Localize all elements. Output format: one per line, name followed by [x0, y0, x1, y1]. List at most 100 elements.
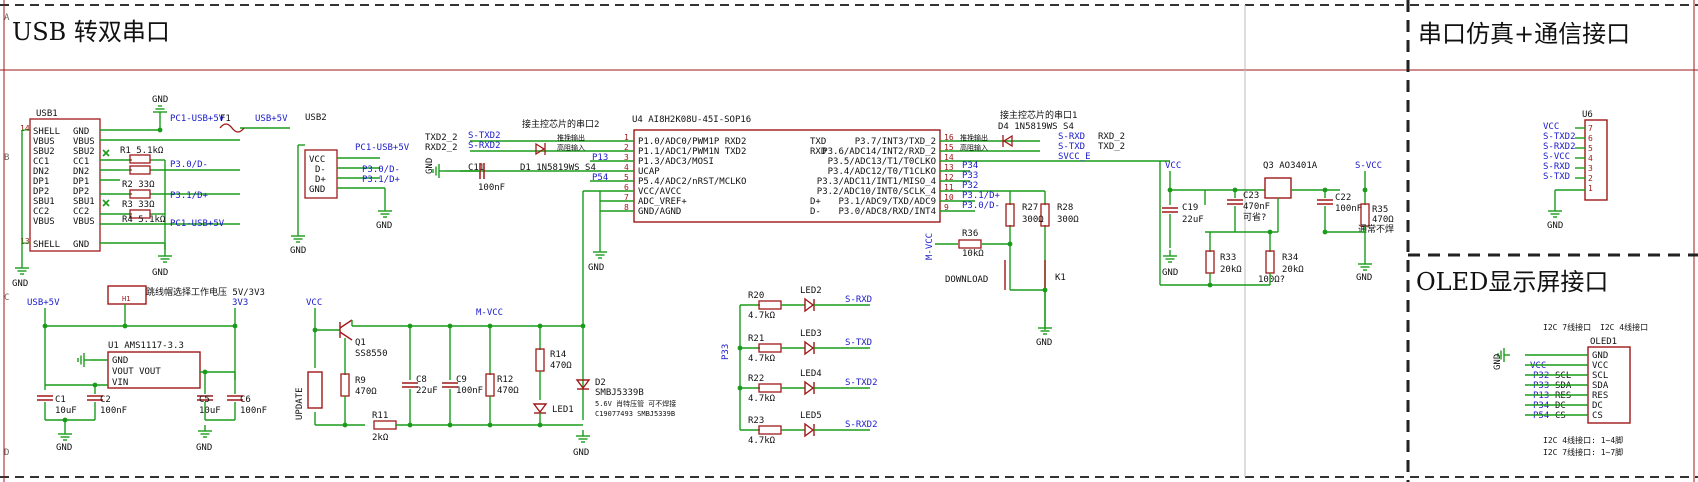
svg-text:SBU2: SBU2 — [33, 147, 55, 157]
svg-text:S-VCC: S-VCC — [1543, 152, 1570, 162]
svg-text:TXD2_2: TXD2_2 — [425, 133, 458, 143]
svg-text:B: B — [4, 153, 9, 163]
power-switch: VCC C19 22uF C23 470nF 可省? Q3 AO3401A R3… — [1159, 161, 1394, 286]
download-circuit: R27 300Ω R28 300Ω R36 10kΩ M-VCC DOWNLOA… — [925, 203, 1079, 322]
svg-text:P3.2/ADC10/INT0/SCLK_4: P3.2/ADC10/INT0/SCLK_4 — [817, 187, 936, 197]
svg-text:P3.0/D-: P3.0/D- — [362, 165, 400, 175]
svg-text:VBUS: VBUS — [33, 217, 55, 227]
u4-wiring — [460, 140, 1170, 420]
svg-text:GND: GND — [309, 185, 325, 195]
svg-text:DC: DC — [1555, 401, 1566, 411]
svg-text:P13: P13 — [1533, 391, 1549, 401]
svg-text:GND: GND — [1547, 221, 1563, 231]
svg-text:SBU1: SBU1 — [33, 197, 55, 207]
svg-text:VOUT VOUT: VOUT VOUT — [112, 367, 161, 377]
svg-text:GND: GND — [425, 158, 435, 174]
svg-text:VCC: VCC — [1543, 122, 1559, 132]
svg-text:P54: P54 — [592, 173, 608, 183]
svg-text:5: 5 — [624, 173, 629, 182]
svg-text:VIN: VIN — [112, 378, 128, 388]
svg-text:4.7kΩ: 4.7kΩ — [748, 394, 776, 404]
svg-text:GND: GND — [1356, 273, 1372, 283]
svg-text:R36: R36 — [962, 229, 978, 239]
svg-text:3: 3 — [1588, 164, 1593, 173]
svg-text:LED2: LED2 — [800, 286, 822, 296]
svg-text:5: 5 — [1588, 144, 1593, 153]
svg-text:15: 15 — [944, 143, 954, 152]
svg-text:P33: P33 — [721, 344, 731, 360]
svg-text:I2C 4线接口: I2C 4线接口 — [1600, 322, 1648, 332]
svg-text:22uF: 22uF — [1182, 215, 1204, 225]
svg-text:SHELL: SHELL — [33, 127, 60, 137]
svg-text:SDA: SDA — [1555, 381, 1572, 391]
svg-text:GND: GND — [588, 263, 604, 273]
svg-text:4.7kΩ: 4.7kΩ — [748, 354, 776, 364]
svg-text:4: 4 — [1588, 154, 1593, 163]
svg-text:接主控芯片的串口1: 接主控芯片的串口1 — [1000, 109, 1077, 121]
usb1-ref: USB1 — [36, 109, 58, 119]
svg-text:GND: GND — [376, 221, 392, 231]
svg-text:P1.1/ADC1/PWM1N TXD2: P1.1/ADC1/PWM1N TXD2 — [638, 147, 746, 157]
svg-text:P3.1/D+: P3.1/D+ — [962, 191, 1001, 201]
svg-text:P34: P34 — [1533, 401, 1549, 411]
svg-text:P1.3/ADC3/MOSI: P1.3/ADC3/MOSI — [638, 157, 714, 167]
svg-text:3: 3 — [624, 153, 629, 162]
svg-text:5.6V 肖特压管 可不焊接: 5.6V 肖特压管 可不焊接 — [595, 399, 676, 408]
svg-text:GND: GND — [73, 127, 89, 137]
svg-text:4: 4 — [624, 163, 629, 172]
svg-text:P13: P13 — [592, 153, 608, 163]
svg-text:S-RXD: S-RXD — [845, 295, 872, 305]
svg-text:470nF: 470nF — [1243, 202, 1270, 212]
svg-text:8: 8 — [624, 203, 629, 212]
svg-text:P3.0/D-: P3.0/D- — [962, 201, 1000, 211]
svg-text:GND: GND — [290, 246, 306, 256]
svg-text:P3.3/ADC11/INT1/MISO_4: P3.3/ADC11/INT1/MISO_4 — [817, 177, 936, 187]
svg-text:高阻输入: 高阻输入 — [557, 143, 585, 152]
svg-text:A: A — [4, 13, 10, 23]
svg-text:C5: C5 — [199, 395, 210, 405]
svg-text:14: 14 — [20, 124, 30, 133]
svg-text:VCC: VCC — [309, 155, 325, 165]
svg-text:跳线帽选择工作电压 5V/3V3: 跳线帽选择工作电压 5V/3V3 — [146, 286, 265, 298]
svg-text:高阻输入: 高阻输入 — [960, 143, 988, 152]
svg-text:11: 11 — [944, 183, 954, 192]
u4-right-nets: 接主控芯片的串口1 D4 1N5819WS S4 推挽输出 高阻输入 S-RXD… — [960, 109, 1125, 211]
svg-text:1: 1 — [624, 133, 629, 142]
svg-text:470Ω: 470Ω — [355, 387, 377, 397]
svg-text:TXD: TXD — [810, 137, 826, 147]
svg-text:20kΩ: 20kΩ — [1220, 265, 1242, 275]
svg-text:S-RXD: S-RXD — [1058, 132, 1085, 142]
svg-text:SBU2: SBU2 — [73, 147, 95, 157]
p30d-net: P3.0/D- — [170, 160, 208, 170]
svg-text:2: 2 — [1588, 174, 1593, 183]
svg-text:P54: P54 — [1533, 411, 1549, 421]
svg-text:CC2: CC2 — [33, 207, 49, 217]
svg-text:100nF: 100nF — [478, 183, 505, 193]
svg-text:推挽输出: 推挽输出 — [557, 133, 585, 142]
svg-text:CS: CS — [1592, 411, 1603, 421]
svg-text:R22: R22 — [748, 374, 764, 384]
svg-text:100nF: 100nF — [240, 406, 267, 416]
svg-text:4.7kΩ: 4.7kΩ — [748, 436, 776, 446]
svg-text:K1: K1 — [1055, 273, 1066, 283]
svg-text:C23: C23 — [1243, 191, 1259, 201]
svg-text:7: 7 — [1588, 124, 1593, 133]
svg-text:470Ω: 470Ω — [1372, 215, 1394, 225]
svg-text:SCL: SCL — [1592, 371, 1608, 381]
svg-text:S-TXD: S-TXD — [1058, 142, 1085, 152]
svg-text:H1: H1 — [122, 295, 130, 303]
svg-text:100nF: 100nF — [456, 386, 483, 396]
svg-text:300Ω: 300Ω — [1057, 215, 1079, 225]
power-select: USB+5V H1 跳线帽选择工作电压 5V/3V3 3V3 U1 AMS111… — [27, 285, 267, 428]
svg-text:LED3: LED3 — [800, 329, 822, 339]
svg-text:通常不焊: 通常不焊 — [1358, 223, 1394, 235]
usb1-resistors — [129, 123, 245, 219]
usb2-connector: USB2 VCC D- D+ GND PC1-USB+5V P3.0/D- P3… — [297, 113, 410, 230]
svg-text:300Ω: 300Ω — [1022, 215, 1044, 225]
svg-text:C2: C2 — [100, 395, 111, 405]
r2-label: R2 33Ω — [122, 180, 155, 190]
svg-text:S-TXD2: S-TXD2 — [1543, 132, 1576, 142]
svg-text:R33: R33 — [1220, 253, 1236, 263]
d4-diode — [1002, 134, 1013, 148]
svg-text:P34: P34 — [962, 161, 978, 171]
